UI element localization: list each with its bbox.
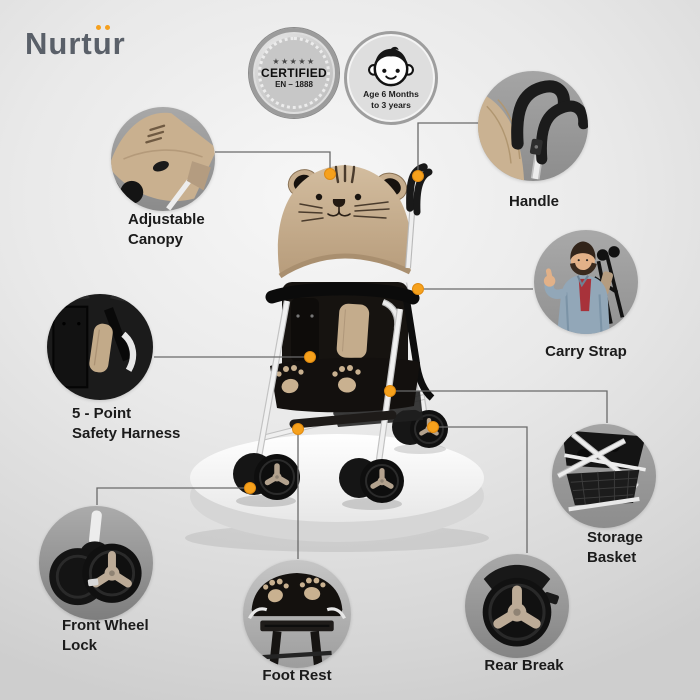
safety-harness-photo — [47, 294, 153, 400]
feature-label-rear-break: Rear Break — [484, 657, 564, 674]
paw-print — [276, 365, 361, 394]
marker-front-wheel-lock — [244, 482, 256, 494]
display-pedestal — [185, 434, 489, 552]
age-range-text: Age 6 Months to 3 years — [363, 89, 419, 110]
age-badge: Age 6 Months to 3 years — [344, 31, 438, 125]
feature-label-foot-rest: Foot Rest — [262, 667, 332, 684]
marker-storage-basket — [384, 385, 396, 397]
cat-face-canopy — [277, 164, 412, 279]
feature-label-front-wheel-lock: Front Wheel Lock — [62, 617, 149, 654]
logo-text: Nurt — [25, 26, 93, 61]
handle-photo — [478, 71, 588, 181]
rear-break-photo — [465, 554, 569, 658]
feature-label-storage-basket: Storage Basket — [587, 529, 643, 566]
connector-storage-basket — [396, 390, 608, 423]
leg-rest-flap — [270, 357, 420, 413]
foot-rest-photo — [243, 560, 351, 668]
connector-handle — [417, 122, 478, 170]
carry-strap-webbing — [401, 289, 435, 401]
adjustable-canopy-photo — [111, 107, 215, 211]
connector-rear-break — [439, 426, 528, 553]
certified-standard: EN – 1888 — [275, 79, 313, 89]
certified-badge: ★★★★★ CERTIFIED EN – 1888 — [248, 27, 340, 119]
feature-label-carry-strap: Carry Strap — [545, 343, 627, 360]
marker-harness — [304, 351, 316, 363]
storage-basket-photo — [552, 424, 656, 528]
certified-stars: ★★★★★ — [272, 56, 316, 66]
marker-foot-rest — [292, 423, 304, 435]
baby-face-icon — [368, 47, 414, 87]
front-wheel-lock-photo — [39, 506, 153, 620]
marker-carry-strap — [412, 283, 424, 295]
carry-strap-photo — [534, 230, 638, 334]
feature-label-safety-harness: 5 - Point Safety Harness — [72, 405, 181, 442]
marker-rear-break — [427, 421, 439, 433]
feature-label-adjustable-canopy: Adjustable Canopy — [128, 211, 205, 248]
stroller-handle — [405, 163, 433, 269]
bumper-bar — [265, 282, 420, 305]
footrest-bar — [289, 410, 397, 429]
certified-title: CERTIFIED — [260, 65, 328, 80]
feature-label-handle: Handle — [508, 193, 559, 210]
connector-lines — [96, 122, 608, 559]
marker-handle — [412, 170, 424, 182]
front-wheels — [233, 453, 404, 503]
connector-adjustable-canopy — [215, 151, 331, 169]
logo-umlaut-accent — [95, 25, 101, 30]
marker-adjustable-canopy — [324, 168, 336, 180]
feature-markers — [244, 168, 439, 494]
connector-front-wheel-lock — [96, 487, 244, 505]
